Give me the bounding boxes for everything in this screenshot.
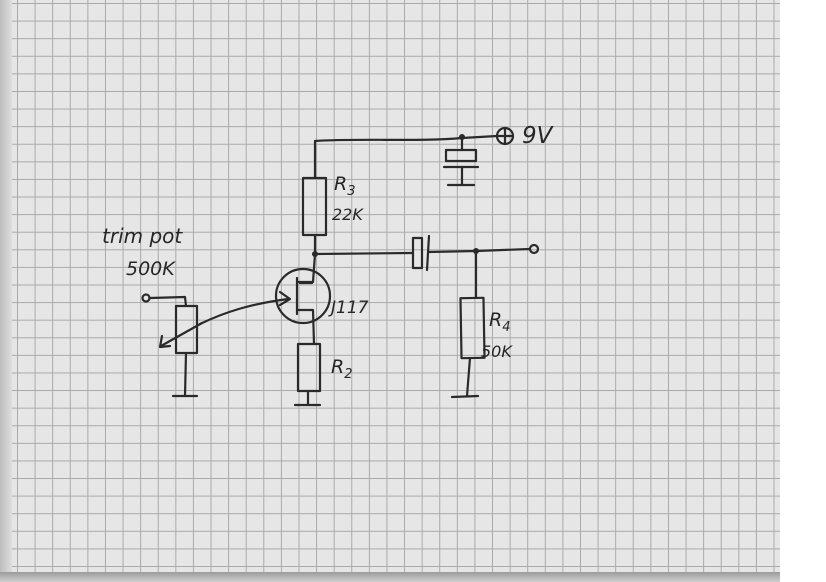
output-terminal	[528, 243, 540, 255]
jfet-j117	[274, 252, 332, 346]
graph-paper	[12, 0, 780, 572]
r4-value-label: 50K	[481, 342, 513, 361]
trim-pot	[141, 293, 204, 398]
supply-terminal	[495, 126, 515, 146]
r3-label: R3	[334, 173, 355, 199]
r3-value-label: 22K	[332, 205, 364, 224]
scan-edge	[0, 0, 12, 582]
supply-wire	[313, 134, 499, 180]
resistor-r4	[459, 296, 486, 360]
r4-ground-wire	[465, 356, 472, 398]
r2-label: R2	[331, 356, 352, 382]
resistor-r3	[301, 176, 328, 237]
supply-voltage-label: 9V	[522, 123, 555, 149]
r4-ground	[450, 394, 480, 399]
gate-arrowhead	[278, 290, 292, 307]
trim-pot-label: trim pot	[102, 224, 183, 248]
r4-label: R4	[489, 309, 510, 335]
coupling-capacitor	[411, 234, 431, 272]
resistor-r2	[296, 342, 322, 393]
trim-pot-value-label: 500K	[126, 258, 176, 280]
decoupling-capacitor	[442, 136, 480, 187]
output-wire-left	[313, 251, 414, 256]
gate-wire	[198, 297, 290, 326]
scan-edge-bottom	[0, 572, 780, 582]
output-wire-right	[426, 247, 532, 254]
scan-margin	[780, 0, 826, 582]
jfet-label: J117	[328, 298, 369, 318]
